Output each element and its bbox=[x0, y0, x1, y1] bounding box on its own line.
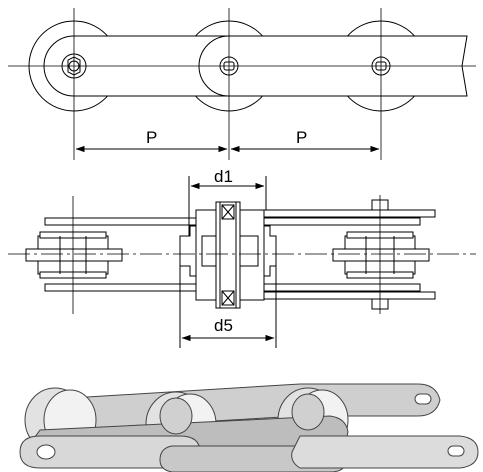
roller-section-left bbox=[25, 231, 123, 279]
roller-section-right bbox=[332, 195, 430, 314]
d5-label: d5 bbox=[214, 316, 233, 335]
pitch-label-left: P bbox=[146, 128, 157, 147]
chain-3d-render bbox=[19, 383, 479, 472]
section-view bbox=[8, 176, 476, 348]
pitch-label-right: P bbox=[296, 128, 307, 147]
top-view bbox=[8, 8, 476, 160]
d1-label: d1 bbox=[214, 167, 233, 186]
roller-section-middle bbox=[179, 201, 277, 309]
front-plate-right bbox=[291, 435, 479, 469]
